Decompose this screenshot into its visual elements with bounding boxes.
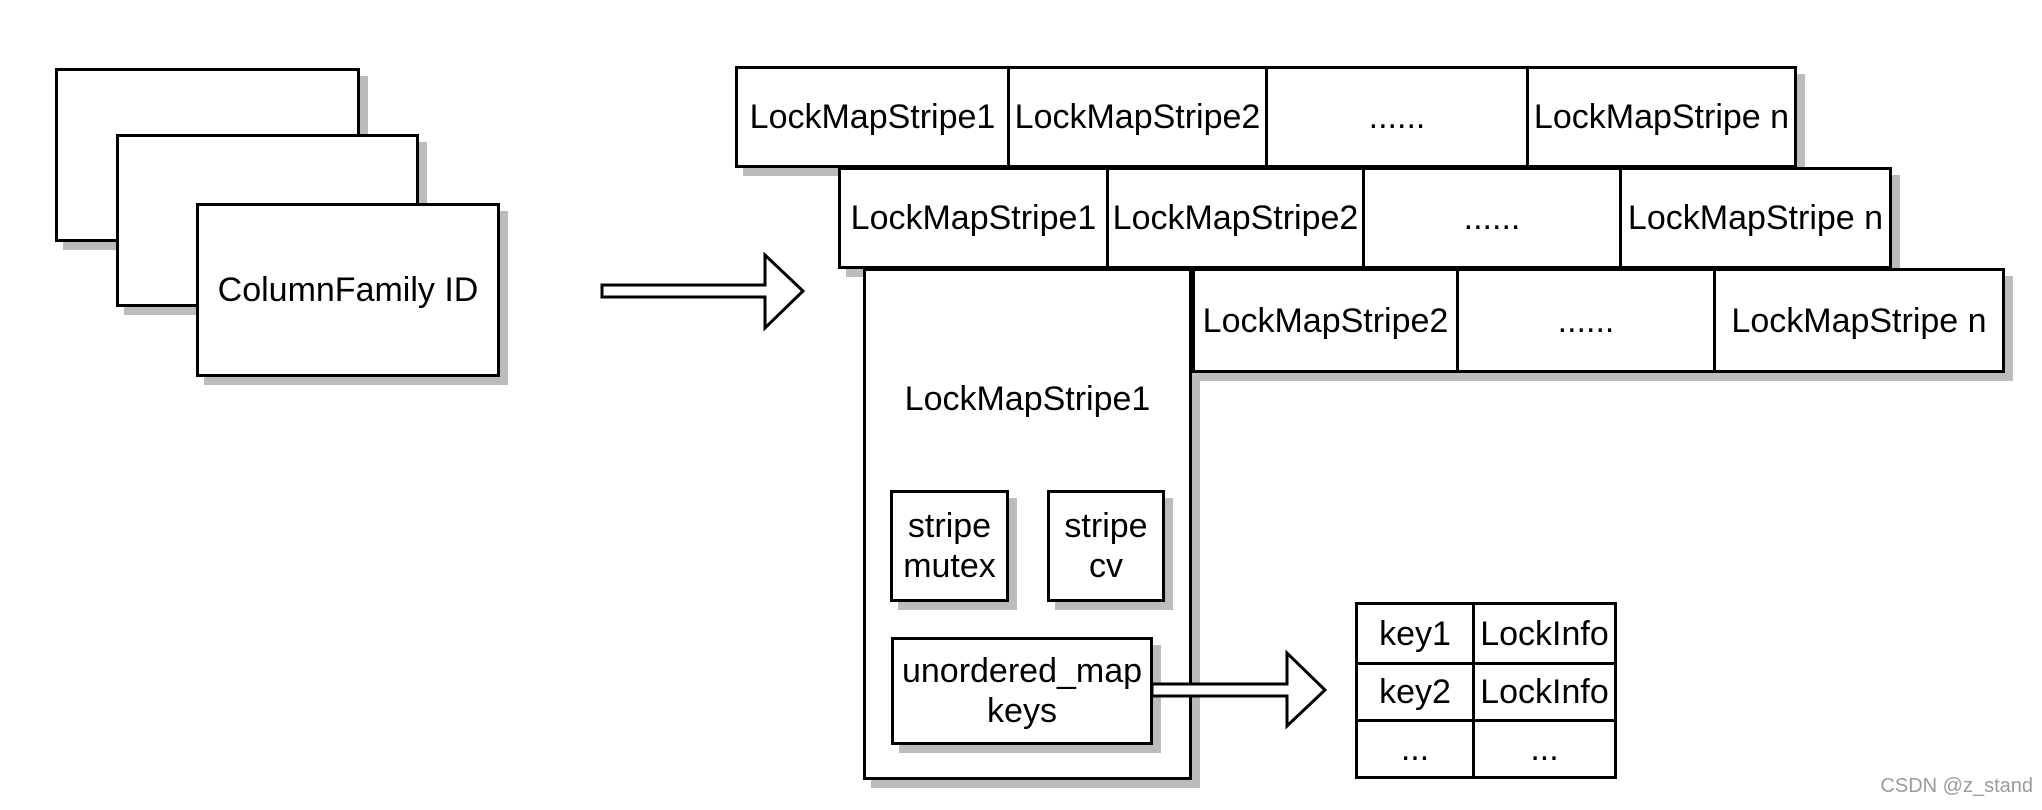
lockmap-cell-r1-stripe2: LockMapStripe2 [1007,69,1265,165]
lockmap-cell-r2-stripe1: LockMapStripe1 [841,170,1106,266]
lockinfo-label: LockInfo [1480,673,1609,711]
cell-label: LockMapStripe2 [1014,98,1261,136]
lockmap-row-3: LockMapStripe2 ...... LockMapStripe n [1192,268,2005,373]
stripe-detail-title: LockMapStripe1 [866,379,1189,419]
cell-label: LockMapStripe2 [1202,301,1449,340]
lockinfo-label: LockInfo [1480,614,1609,653]
key-label: key1 [1379,614,1451,653]
lockmap-cell-r3-stripe2: LockMapStripe2 [1195,271,1456,370]
lockinfo-cell-2: LockInfo [1472,662,1614,719]
cell-label: LockMapStripe n [1627,199,1884,237]
lockmap-cell-r2-stripe2: LockMapStripe2 [1106,170,1362,266]
lockmap-cell-r3-ellipsis: ...... [1456,271,1713,370]
key-cell-2: key2 [1358,662,1472,719]
key-label: key2 [1379,673,1451,711]
cell-label: ...... [1463,199,1521,237]
lockmap-cell-r2-stripen: LockMapStripe n [1619,170,1889,266]
lockmap-row-1: LockMapStripe1 LockMapStripe2 ...... Loc… [735,66,1797,168]
columnfamily-card-front: ColumnFamily ID [196,203,500,377]
lockinfo-cell-ellipsis: ... [1472,719,1614,776]
lockmap-cell-r1-stripen: LockMapStripe n [1526,69,1794,165]
key-table: key1 LockInfo key2 LockInfo ... ... [1355,602,1617,779]
key-label: ... [1400,730,1430,768]
lockmap-cell-r2-ellipsis: ...... [1362,170,1619,266]
key-cell-ellipsis: ... [1358,719,1472,776]
lockinfo-label: ... [1530,730,1559,768]
lockmap-row-2: LockMapStripe1 LockMapStripe2 ...... Loc… [838,167,1892,269]
stripe-detail-title-label: LockMapStripe1 [904,380,1151,418]
lockmap-cell-r1-stripe1: LockMapStripe1 [738,69,1007,165]
lockmap-cell-r1-ellipsis: ...... [1265,69,1526,165]
cell-label: LockMapStripe n [1731,301,1987,340]
cell-label: LockMapStripe1 [749,98,996,136]
map-arrow-icon [1150,649,1328,730]
flow-arrow-icon [600,251,806,332]
key-cell-1: key1 [1358,605,1472,662]
cell-label: LockMapStripe n [1533,98,1790,136]
lockmap-cell-r3-stripen: LockMapStripe n [1713,271,2002,370]
cell-label: ...... [1557,301,1615,340]
columnfamily-label: ColumnFamily ID [217,271,479,309]
lockinfo-cell-1: LockInfo [1472,605,1614,662]
cell-label: ...... [1368,98,1426,136]
cell-label: LockMapStripe2 [1112,199,1359,237]
cell-label: LockMapStripe1 [850,199,1097,237]
watermark: CSDN @z_stand [1880,775,2033,797]
